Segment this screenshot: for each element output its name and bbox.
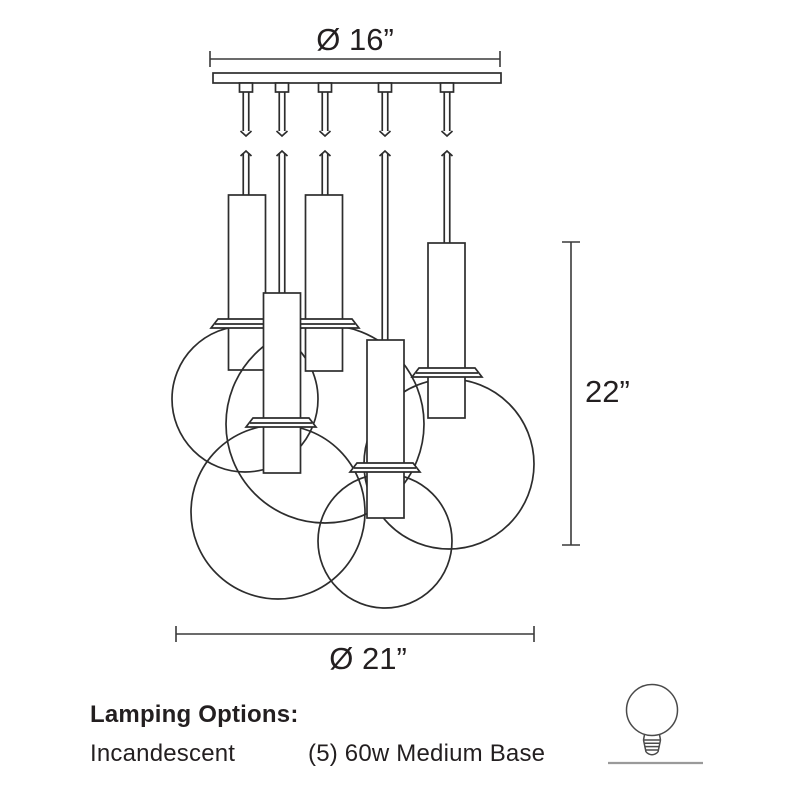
cylinder-tube [262,292,302,474]
cylinder-tube [227,194,267,371]
stem-connector [377,82,393,93]
pendant-3 [225,194,425,524]
bulb-tip [645,751,659,756]
break-mark [275,149,289,157]
stem-connector [317,82,333,93]
stem-4 [377,82,393,340]
cylinder-tube [427,242,466,419]
dimension-canopy-width: Ø 16” [209,22,501,67]
pendant-2 [190,292,366,600]
break-mark [318,130,332,138]
stem-5 [439,82,455,243]
canopy-plate [212,72,502,84]
bulb-screw-base [642,739,662,756]
break-mark [378,130,392,138]
break-mark [440,149,454,157]
lamping-option-incandescent: Incandescent [90,740,236,767]
canopy-diameter-label: Ø 16” [316,22,394,57]
overall-height-label: 22” [585,374,630,409]
break-mark [318,149,332,157]
bulb-globe [625,683,679,737]
dimension-cluster-width: Ø 21” [175,626,535,676]
break-mark [239,149,253,157]
bulb-spec-label: (5) 60w Medium Base [308,740,546,767]
dimension-overall-height: 22” [562,241,630,546]
break-mark [440,130,454,138]
incandescent-bulb-icon [625,683,679,756]
break-mark [378,149,392,157]
stem-1 [238,82,254,195]
break-mark [239,130,253,138]
stem-connector [238,82,254,93]
stem-connector [439,82,455,93]
cluster-diameter-label: Ø 21” [329,641,407,676]
cylinder-tube [304,194,344,372]
break-mark [275,130,289,138]
stem-3 [317,82,333,195]
stem-2 [274,82,290,293]
cylinder-tube [366,339,405,519]
lamping-options-heading: Lamping Options: [90,701,299,728]
stem-connector [274,82,290,93]
pendant-5 [363,242,535,550]
pendant-4 [317,339,453,609]
